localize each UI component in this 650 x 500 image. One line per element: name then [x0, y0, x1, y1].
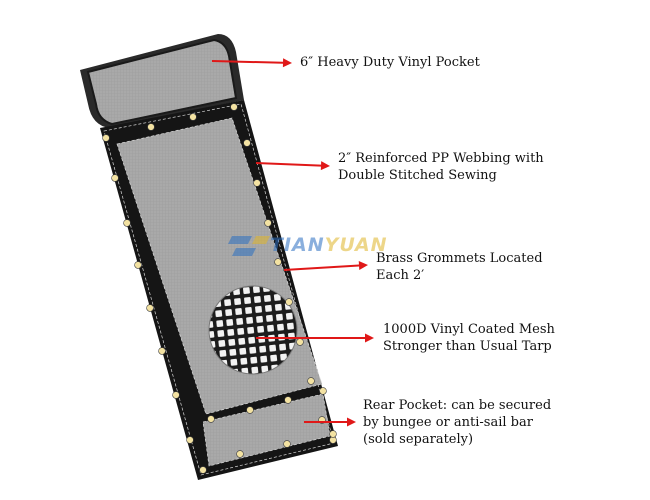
arrow-grommets: [283, 261, 368, 271]
watermark-mark-icon: [228, 236, 270, 256]
grommet: [285, 298, 293, 306]
grommet: [246, 406, 254, 414]
arrow-webbing: [255, 161, 330, 171]
arrow-pocket: [211, 58, 292, 68]
grommet: [264, 219, 272, 227]
grommet: [172, 391, 180, 399]
callout-rear-pocket-line-2: by bungee or anti-sail bar: [363, 415, 533, 430]
callout-grommets-line-2: Each 2′: [376, 268, 425, 283]
grommet: [236, 450, 244, 458]
grommet: [158, 347, 166, 355]
grommet: [274, 258, 282, 266]
watermark-logo: TIANYUAN: [228, 230, 388, 264]
callout-grommets-line-1: Brass Grommets Located: [376, 251, 543, 266]
grommet: [199, 466, 207, 474]
grommet: [283, 440, 291, 448]
callout-webbing: 2″ Reinforced PP Webbing with Double Sti…: [338, 150, 544, 184]
mesh-closeup: [209, 286, 297, 374]
callout-mesh-line-1: 1000D Vinyl Coated Mesh: [383, 322, 555, 337]
callout-mesh: 1000D Vinyl Coated Mesh Stronger than Us…: [383, 321, 555, 355]
grommet: [111, 174, 119, 182]
grommet: [207, 415, 215, 423]
grommet: [123, 219, 131, 227]
callout-rear-pocket-line-3: (sold separately): [363, 432, 474, 447]
grommet: [146, 304, 154, 312]
top-pocket: [86, 38, 238, 126]
rear-pocket-panel: [203, 394, 330, 466]
grommet: [296, 338, 304, 346]
callout-pocket: 6″ Heavy Duty Vinyl Pocket: [300, 54, 480, 71]
grommet: [186, 436, 194, 444]
grommet: [284, 396, 292, 404]
grommet: [189, 113, 197, 121]
grommet: [253, 179, 261, 187]
callout-pocket-line-1: 6″ Heavy Duty Vinyl Pocket: [300, 55, 480, 70]
grommet: [319, 387, 327, 395]
arrow-rear-pocket: [304, 417, 356, 427]
callout-rear-pocket-line-1: Rear Pocket: can be secured: [363, 398, 552, 413]
grommet: [102, 134, 110, 142]
grommet: [329, 430, 337, 438]
callout-mesh-line-2: Stronger than Usual Tarp: [383, 339, 552, 354]
arrow-mesh: [256, 333, 374, 343]
grommet: [307, 377, 315, 385]
watermark-text-2: YUAN: [324, 234, 388, 256]
grommet: [243, 139, 251, 147]
callout-rear-pocket: Rear Pocket: can be secured by bungee or…: [363, 397, 551, 448]
callout-webbing-line-1: 2″ Reinforced PP Webbing with: [338, 151, 544, 166]
grommets: [102, 103, 337, 474]
grommet: [147, 123, 155, 131]
callout-arrows: [211, 58, 374, 427]
callout-webbing-line-2: Double Stitched Sewing: [338, 168, 497, 183]
watermark-text-1: TIAN: [270, 234, 325, 256]
callout-grommets: Brass Grommets Located Each 2′: [376, 250, 543, 284]
grommet: [134, 261, 142, 269]
grommet: [230, 103, 238, 111]
